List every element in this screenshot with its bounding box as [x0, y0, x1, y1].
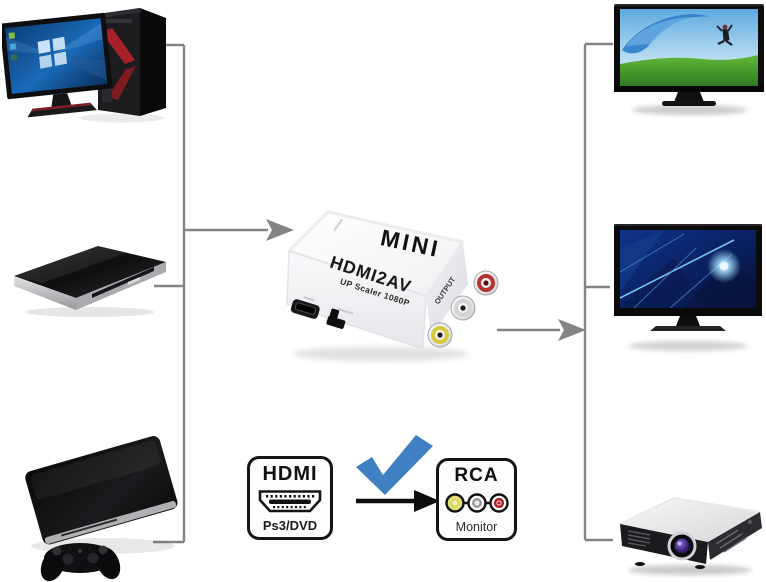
rca-jack-yellow	[444, 493, 465, 513]
rca-jack-red	[488, 493, 509, 513]
pc-monitor	[2, 12, 113, 118]
power-usb-port	[290, 296, 320, 319]
projector-shadow	[628, 565, 752, 575]
pc-tower	[98, 8, 166, 116]
tv-stand	[674, 92, 704, 102]
disc-slot	[92, 267, 154, 298]
ps3-disc-slot	[61, 518, 118, 537]
hdmi2av-converter: MINI HDMI2AV UP Scaler 1080P OUTPUT	[286, 210, 499, 361]
rca-jack-yellow	[427, 322, 453, 348]
dvd-shadow	[26, 307, 154, 317]
ps3-controller-icon	[40, 543, 121, 582]
rca-jack-red	[473, 270, 499, 296]
rca-badge-caption: Monitor	[455, 519, 498, 534]
projector-icon	[619, 497, 762, 575]
dvd-player-icon	[14, 246, 166, 317]
input-arrow-head-icon	[266, 219, 294, 241]
pc-shadow	[80, 113, 164, 123]
conversion-arrow-icon	[356, 490, 440, 512]
projector-vents	[627, 529, 747, 553]
tv-stand-base	[650, 326, 726, 331]
tv-icon	[614, 4, 764, 115]
tv-reflection	[632, 105, 748, 115]
rca-jack-white	[466, 493, 487, 513]
rca-jack-white	[450, 295, 476, 321]
projector-foot	[635, 562, 645, 566]
ps3-console-icon	[25, 436, 178, 582]
converter-front-face	[286, 250, 427, 350]
tv-stand-base	[662, 101, 716, 106]
tower-red-accent	[101, 28, 135, 64]
projector-side	[708, 512, 762, 560]
tv-reflection	[628, 341, 748, 351]
tv-stand	[676, 316, 700, 326]
desktop-icon	[10, 54, 18, 61]
tower-red-accent	[108, 66, 136, 100]
windows-logo-icon	[37, 36, 68, 69]
rca-jacks-icon	[444, 493, 509, 513]
hdmi-badge-title: HDMI	[262, 463, 318, 485]
dvd-button	[128, 277, 140, 285]
hdmi-connector-icon	[258, 490, 322, 513]
projector-foot	[695, 565, 705, 569]
tv-icon	[614, 224, 762, 351]
display-bracket-line	[583, 42, 613, 542]
rca-badge-title: RCA	[454, 465, 499, 486]
pal-ntsc-switch	[326, 308, 354, 329]
hdmi-badge-caption: Ps3/DVD	[262, 518, 318, 533]
desktop-icon	[8, 32, 16, 39]
converter-right-face	[426, 242, 468, 336]
tv-screen	[620, 9, 758, 86]
desktop-icon	[9, 43, 17, 50]
ps3-body	[25, 436, 178, 545]
hdmi-badge: HDMI Ps3/DVD	[247, 456, 333, 540]
projector-lens	[667, 531, 697, 561]
desktop-pc-icon	[2, 8, 166, 123]
rca-badge: RCA Monitor	[436, 458, 517, 541]
projector-sensor	[747, 519, 753, 525]
tv-screen	[619, 230, 756, 309]
converter-fine-print	[333, 218, 343, 232]
output-arrow-head-icon	[558, 319, 586, 341]
source-bracket-line	[153, 43, 186, 544]
check-icon	[356, 435, 433, 495]
converter-shadow	[293, 347, 469, 361]
jumping-figure	[716, 24, 733, 46]
